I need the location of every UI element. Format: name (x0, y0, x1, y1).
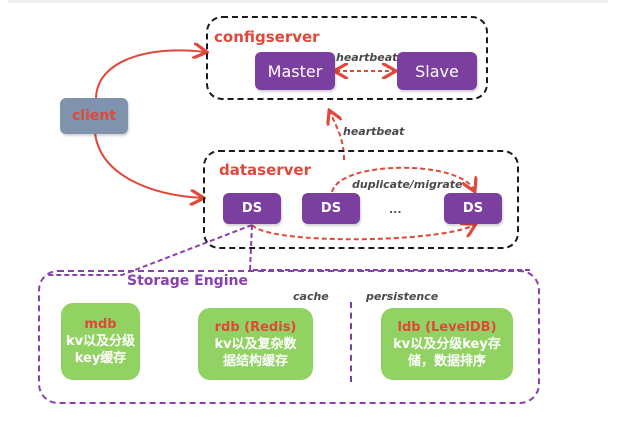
slave-node[interactable]: Slave (397, 52, 477, 90)
edge-duplicate-migrate (331, 166, 474, 192)
master-node[interactable]: Master (255, 52, 335, 90)
dataserver-heartbeat-label: heartbeat (343, 125, 405, 138)
callout-line-left (45, 224, 253, 276)
ds-node-1-label: DS (241, 201, 263, 216)
ds-node-1[interactable]: DS (223, 193, 281, 224)
ds-node-2-label: DS (320, 201, 342, 216)
engine-mdb-desc-1: kv以及分级 (65, 334, 136, 349)
client-label: client (71, 108, 117, 124)
ds-ellipsis: ... (389, 203, 402, 216)
configserver-label: configserver (214, 28, 320, 46)
ds-node-3-label: DS (462, 201, 484, 216)
engine-mdb-name: mdb (84, 317, 117, 332)
edge-client-configserver (95, 50, 205, 100)
engine-ldb[interactable]: ldb (LevelDB) kv以及分级key存 储，数据排序 (381, 308, 513, 380)
top-border (8, 0, 608, 3)
engine-rdb[interactable]: rdb (Redis) kv以及复杂数 据结构缓存 (198, 308, 313, 380)
edge-client-dataserver (94, 132, 202, 198)
engine-ldb-desc-1: kv以及分级key存 (393, 336, 501, 352)
engine-mdb-desc-2: key缓存 (74, 351, 127, 366)
ds-node-3[interactable]: DS (444, 193, 502, 224)
slave-label: Slave (415, 61, 459, 81)
edge-dataserver-heartbeat (330, 112, 345, 161)
ds-node-2[interactable]: DS (302, 193, 360, 224)
storage-engine-title: Storage Engine (125, 273, 250, 289)
client-node[interactable]: client (60, 98, 128, 134)
storage-engine-group (38, 270, 540, 404)
master-slave-heartbeat-label: heartbeat (336, 51, 398, 64)
engine-rdb-desc-2: 据结构缓存 (222, 353, 288, 369)
master-label: Master (267, 61, 323, 81)
persistence-label: persistence (366, 290, 439, 303)
engine-ldb-name: ldb (LevelDB) (397, 319, 497, 335)
cache-label: cache (293, 290, 329, 303)
engine-mdb[interactable]: mdb kv以及分级 key缓存 (61, 303, 140, 380)
engine-rdb-desc-1: kv以及复杂数 (214, 336, 297, 352)
engine-rdb-name: rdb (Redis) (214, 319, 297, 335)
dataserver-group (203, 150, 519, 249)
edge-ds1-ds3 (251, 225, 474, 241)
duplicate-migrate-label: duplicate/migrate (352, 178, 463, 191)
cache-persistence-divider (350, 302, 352, 382)
engine-ldb-desc-2: 储，数据排序 (407, 353, 486, 369)
configserver-group (206, 16, 488, 100)
dataserver-label: dataserver (219, 161, 311, 179)
